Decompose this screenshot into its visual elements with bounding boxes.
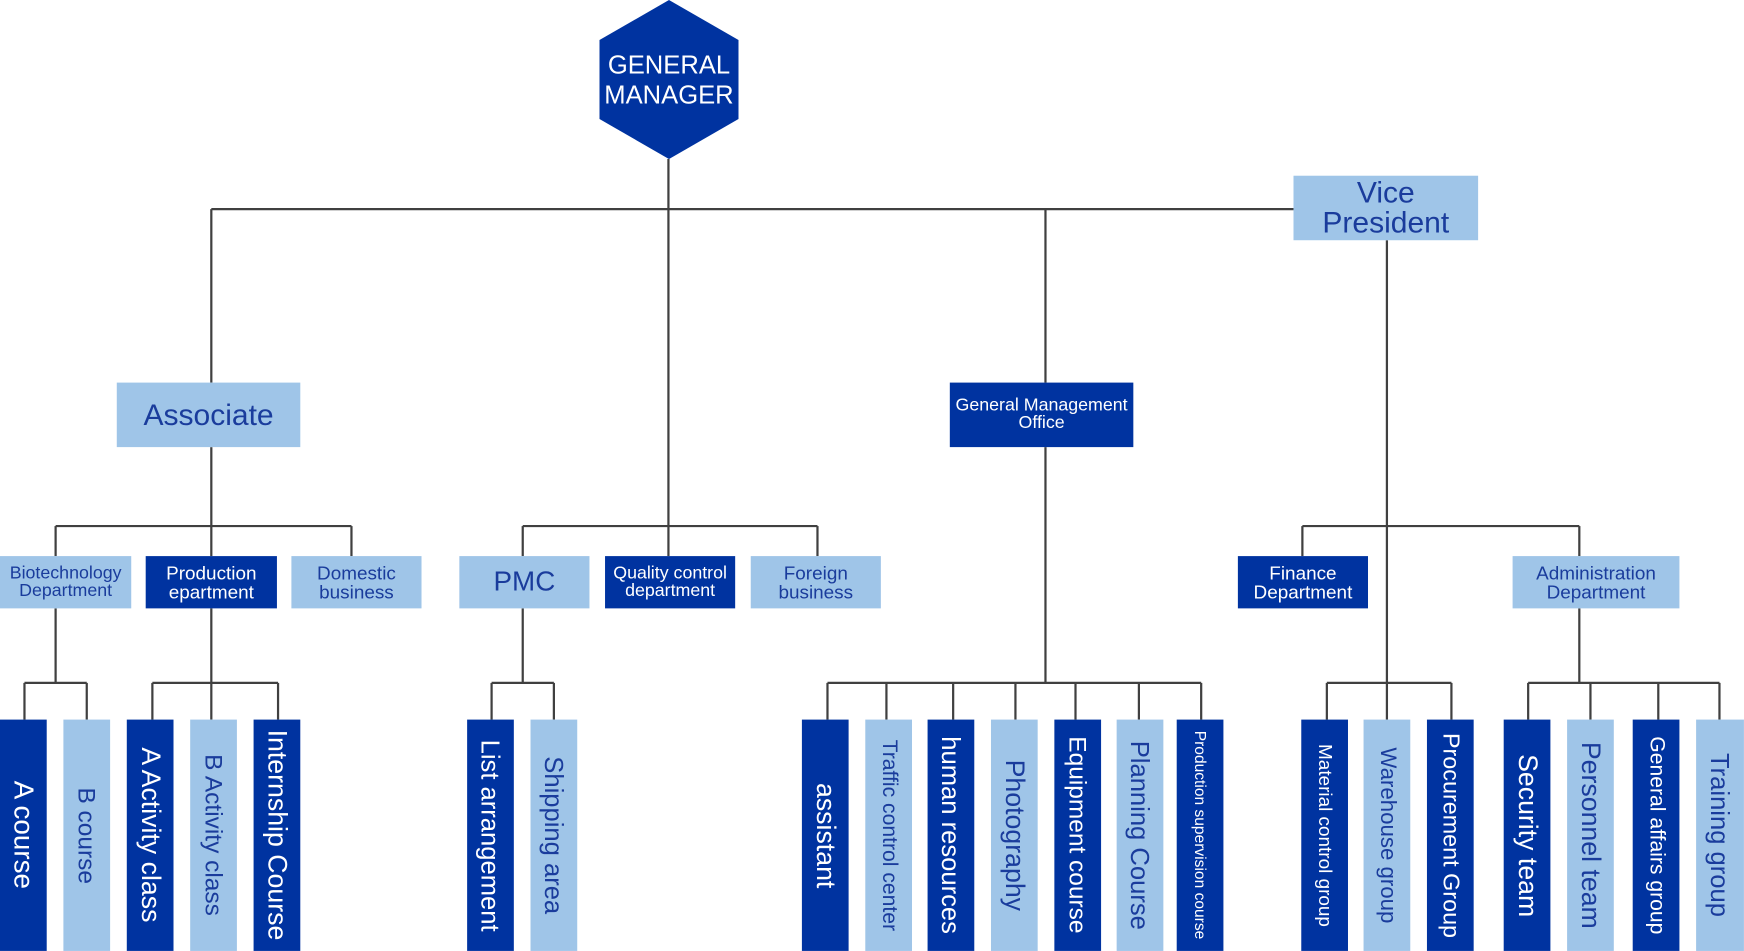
- node-label: Administration Department: [1536, 562, 1656, 603]
- node-finance: Finance Department: [1237, 556, 1369, 609]
- node-label: A Activity class: [135, 747, 166, 923]
- node-label: B Activity class: [199, 754, 228, 917]
- general-manager-hexagon: [599, 0, 739, 160]
- node-warehouse: Warehouse group: [1363, 719, 1411, 951]
- node-prod-supervision: Production supervision course: [1176, 719, 1224, 951]
- node-foreign: Foreign business: [750, 556, 881, 609]
- node-label: Photography: [999, 759, 1030, 911]
- node-admin: Administration Department: [1512, 556, 1680, 609]
- node-label: human resources: [936, 736, 966, 935]
- node-label: Warehouse group: [1375, 747, 1400, 924]
- node-label: B course: [72, 786, 101, 884]
- node-label: General affairs group: [1644, 736, 1669, 935]
- node-list-arrangement: List arrangement: [467, 719, 514, 951]
- node-assistant: assistant: [801, 719, 849, 951]
- node-photography: Photography: [990, 719, 1038, 951]
- node-label: Domestic business: [317, 562, 396, 603]
- node-label: PMC: [493, 566, 556, 598]
- node-hr: human resources: [927, 719, 975, 951]
- node-label: A course: [7, 781, 40, 890]
- node-traffic: Traffic control center: [865, 719, 913, 951]
- node-general-affairs: General affairs group: [1632, 719, 1680, 951]
- node-label: assistant: [810, 782, 841, 888]
- node-equipment: Equipment course: [1054, 719, 1102, 951]
- node-quality: Quality control department: [605, 556, 736, 609]
- node-label: Internship Course: [262, 729, 293, 941]
- node-label: Procurement Group: [1438, 732, 1464, 938]
- node-label: Vice President: [1322, 175, 1450, 240]
- node-label: General Management Office: [955, 395, 1128, 433]
- node-production: Production epartment: [145, 556, 277, 609]
- node-label: Associate: [143, 397, 274, 431]
- node-label: Security team: [1512, 753, 1543, 917]
- node-personnel: Personnel team: [1567, 719, 1614, 951]
- node-label: Planning Course: [1125, 740, 1155, 930]
- node-label: Shipping area: [539, 756, 569, 915]
- node-label: Foreign business: [778, 562, 854, 603]
- node-label: Training group: [1705, 753, 1735, 918]
- node-training: Training group: [1696, 719, 1744, 951]
- node-planning: Planning Course: [1116, 719, 1164, 951]
- node-associate: Associate: [116, 382, 301, 448]
- node-label: Personnel team: [1575, 741, 1606, 929]
- node-b-activity: B Activity class: [190, 719, 237, 951]
- node-shipping: Shipping area: [530, 719, 578, 951]
- node-label: Production supervision course: [1191, 730, 1210, 940]
- node-security: Security team: [1503, 719, 1551, 951]
- general-manager-label: GENERAL MANAGER: [604, 50, 734, 109]
- node-vp: Vice President: [1293, 175, 1479, 241]
- node-biotech: Biotechnology Department: [0, 556, 132, 609]
- node-material-control: Material control group: [1301, 719, 1348, 951]
- node-gmo: General Management Office: [949, 382, 1134, 448]
- node-label: Material control group: [1314, 743, 1336, 927]
- node-domestic: Domestic business: [291, 556, 422, 609]
- node-a-activity: A Activity class: [126, 719, 174, 951]
- node-internship: Internship Course: [253, 719, 301, 951]
- node-label: Traffic control center: [877, 739, 901, 931]
- node-label: Equipment course: [1063, 736, 1092, 934]
- node-label: Quality control department: [613, 563, 727, 601]
- node-b-course: B course: [63, 719, 111, 951]
- node-procurement: Procurement Group: [1426, 719, 1474, 951]
- node-label: Finance Department: [1253, 562, 1353, 603]
- node-label: List arrangement: [476, 739, 506, 932]
- node-a-course: A course: [0, 719, 47, 951]
- node-label: Production epartment: [166, 562, 257, 603]
- node-pmc: PMC: [459, 556, 590, 609]
- node-label: Biotechnology Department: [9, 563, 122, 601]
